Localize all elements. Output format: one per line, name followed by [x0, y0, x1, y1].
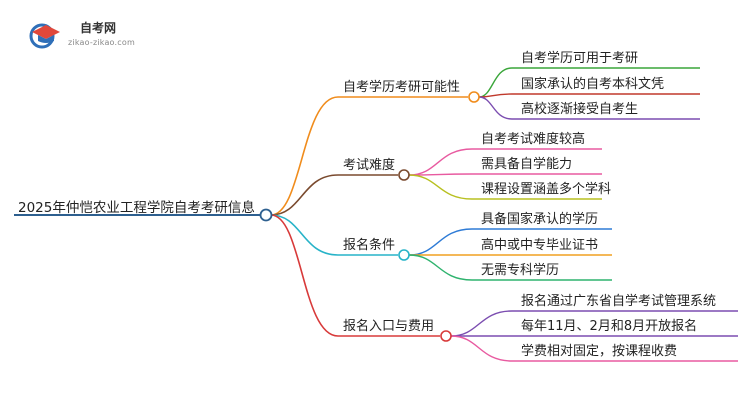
branch-connector [270, 96, 339, 216]
leaf-label: 学费相对固定，按课程收费 [521, 344, 678, 359]
branch-label-difficulty: 考试难度 [343, 158, 396, 173]
branch-label-requirements: 报名条件 [343, 238, 396, 253]
branch-label-possibility: 自考学历考研可能性 [343, 80, 461, 95]
branch-connector [270, 214, 339, 256]
leaf-label: 报名通过广东省自学考试管理系统 [521, 294, 717, 309]
leaf-connector [450, 335, 513, 362]
root-node [259, 208, 273, 222]
leaf-label: 自考考试难度较高 [481, 132, 586, 147]
branch-node [440, 330, 452, 342]
site-logo[interactable]: 自考网 zikao-zikao.com [28, 14, 148, 54]
leaf-label: 高中或中专毕业证书 [481, 238, 599, 253]
graduation-cap-icon [29, 23, 60, 49]
leaf-connector [408, 254, 473, 281]
logo-url: zikao-zikao.com [68, 38, 135, 47]
branch-connector [270, 214, 339, 337]
leaf-label: 具备国家承认的学历 [481, 212, 599, 227]
leaf-label: 国家承认的自考本科文凭 [521, 77, 665, 92]
leaf-label: 需具备自学能力 [481, 157, 573, 172]
leaf-connector [478, 67, 513, 98]
leaf-connector [408, 228, 473, 256]
leaf-label: 自考学历可用于考研 [521, 51, 639, 66]
branch-label-entry-fees: 报名入口与费用 [343, 319, 435, 334]
leaf-label: 课程设置涵盖多个学科 [481, 182, 612, 197]
leaf-connector [478, 96, 513, 120]
branch-node [398, 169, 410, 181]
branch-connector [270, 174, 339, 216]
leaf-connector [450, 310, 513, 337]
leaf-label: 每年11月、2月和8月开放报名 [521, 319, 698, 334]
leaf-connector [408, 174, 473, 200]
branch-node [398, 249, 410, 261]
logo-title: 自考网 [80, 21, 117, 35]
leaf-connector [408, 148, 473, 176]
leaf-label: 高校逐渐接受自考生 [521, 102, 639, 117]
branch-node [468, 91, 480, 103]
root-topic-label: 2025年仲恺农业工程学院自考考研信息 [18, 200, 255, 216]
leaf-label: 无需专科学历 [481, 263, 560, 278]
